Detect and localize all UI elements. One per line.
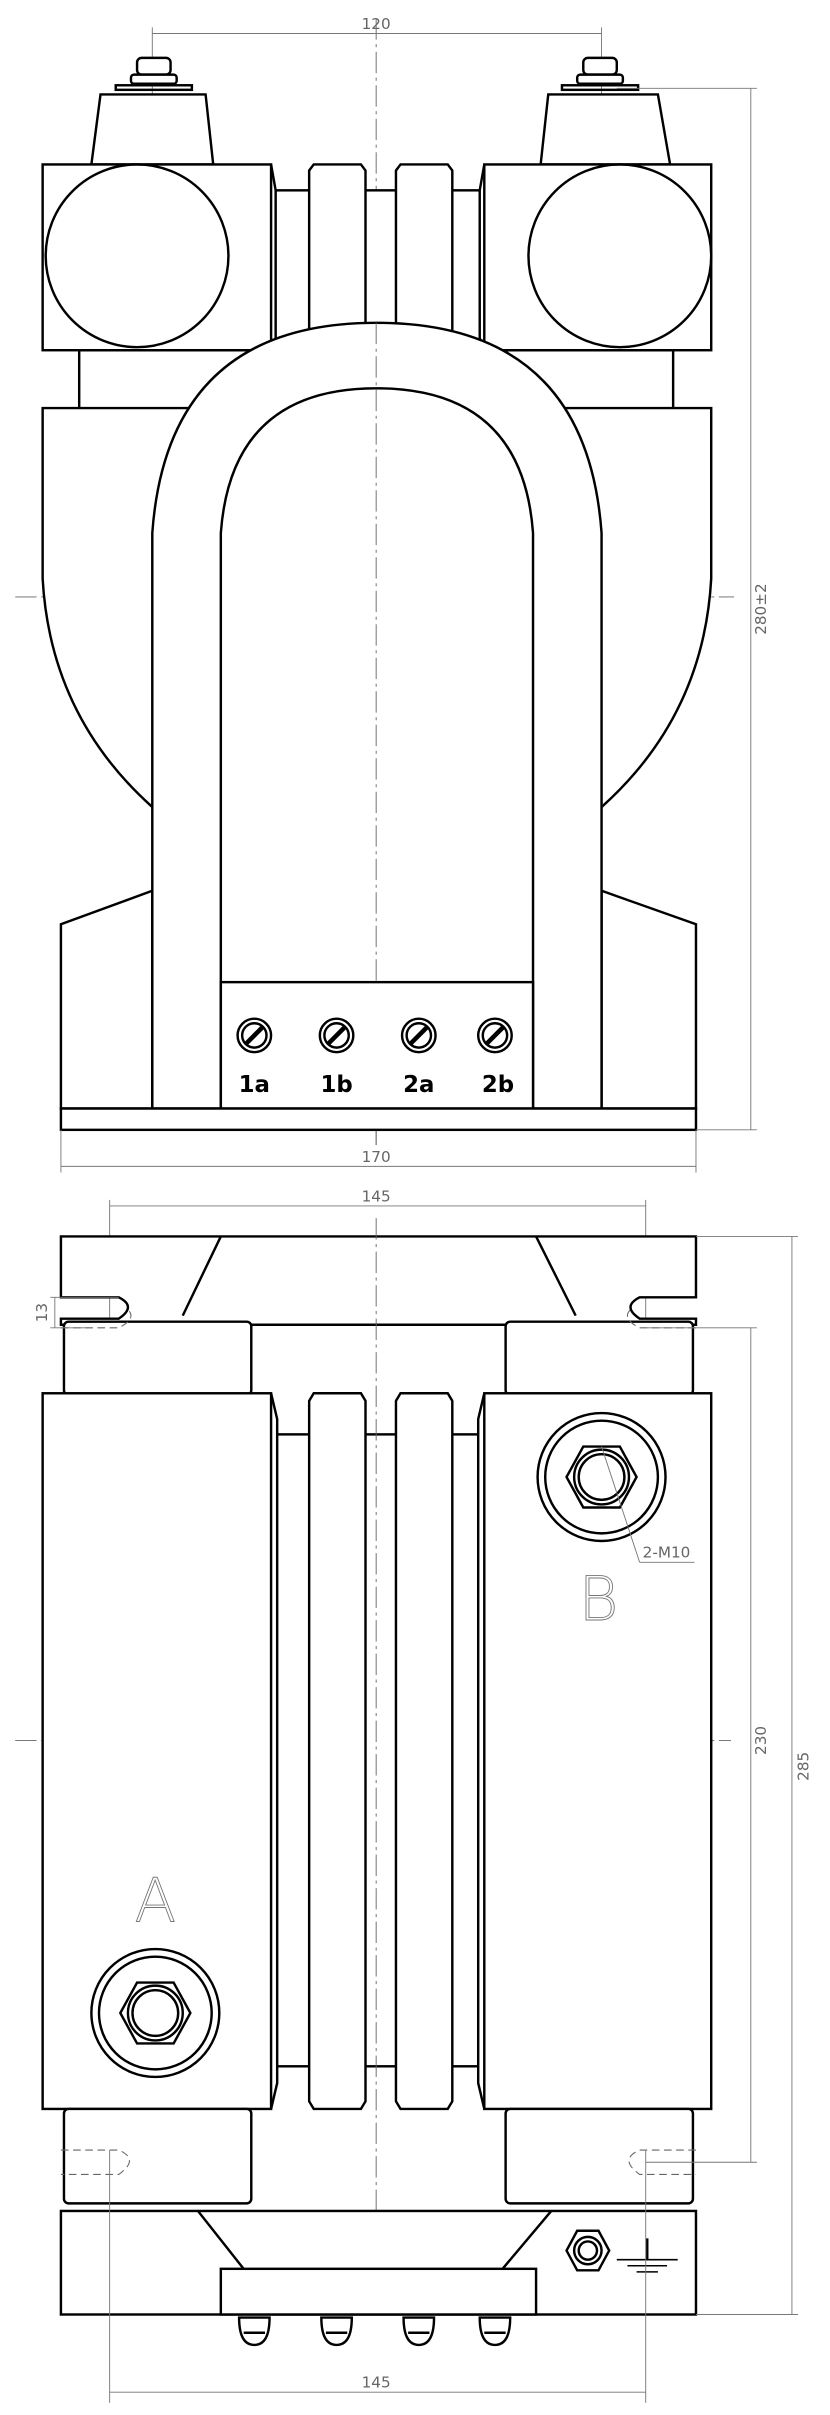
secondary-terminal-panel: 1a 1b 2a 2b xyxy=(219,980,535,1110)
terminal-label-a: A xyxy=(135,1866,177,1937)
secondary-terminal-box xyxy=(219,2267,538,2316)
bottom-view: 145 13 xyxy=(15,1187,813,2403)
dimension-280: 280±2 xyxy=(616,87,770,1131)
terminal-label-2a: 2a xyxy=(403,1072,434,1098)
dimension-label: 285 xyxy=(795,1752,813,1781)
hex-nut-icon xyxy=(536,1411,667,1543)
terminal-label-1b: 1b xyxy=(320,1072,352,1098)
front-view: 120 xyxy=(15,15,770,1173)
dimension-label: 280±2 xyxy=(752,583,770,634)
insulator-fins xyxy=(269,163,486,352)
base-plate xyxy=(59,1107,698,1132)
insulator-fins-bottom xyxy=(269,1392,486,2111)
dimension-285: 285 xyxy=(695,1235,813,2315)
terminal-label-1a: 1a xyxy=(239,1072,270,1098)
hex-nut-icon xyxy=(90,1947,221,2079)
dimension-label: 120 xyxy=(362,15,391,33)
screw-icon xyxy=(476,1017,513,1054)
terminal-box-right xyxy=(483,163,713,352)
screw-icon xyxy=(320,2316,354,2347)
dimension-label: 145 xyxy=(362,1187,391,1205)
dimension-label: 13 xyxy=(33,1303,51,1322)
cap-left xyxy=(89,93,215,166)
screw-icon xyxy=(318,1017,355,1054)
cap-right xyxy=(539,93,672,166)
screw-icon xyxy=(400,1017,437,1054)
top-bolt-left xyxy=(114,56,194,92)
screw-icon xyxy=(237,2316,271,2347)
dimension-13: 13 xyxy=(33,1296,119,1329)
dimension-145-bottom: 145 xyxy=(109,2150,647,2403)
screw-icon xyxy=(478,2316,512,2347)
terminal-box-b xyxy=(483,1392,713,2111)
terminal-box-left xyxy=(41,163,273,352)
ground-nut-icon xyxy=(565,2229,611,2272)
terminal-box-a xyxy=(41,1392,273,2111)
terminal-label-2b: 2b xyxy=(482,1072,514,1098)
dimension-label: 145 xyxy=(362,2374,391,2392)
screw-row xyxy=(237,2316,512,2347)
terminal-label-b: B xyxy=(579,1564,619,1635)
dimension-label: 170 xyxy=(362,1148,391,1166)
bolt-note: 2-M10 xyxy=(643,1544,691,1562)
ground-symbol-icon xyxy=(616,2238,678,2273)
top-bolt-right xyxy=(560,56,640,92)
dimension-230: 230 xyxy=(645,1327,770,2163)
screw-icon xyxy=(402,2316,436,2347)
dimension-145-top: 145 xyxy=(109,1187,647,1340)
dimension-label: 230 xyxy=(752,1726,770,1755)
screw-icon xyxy=(236,1017,273,1054)
dimension-170: 170 xyxy=(60,1129,697,1173)
